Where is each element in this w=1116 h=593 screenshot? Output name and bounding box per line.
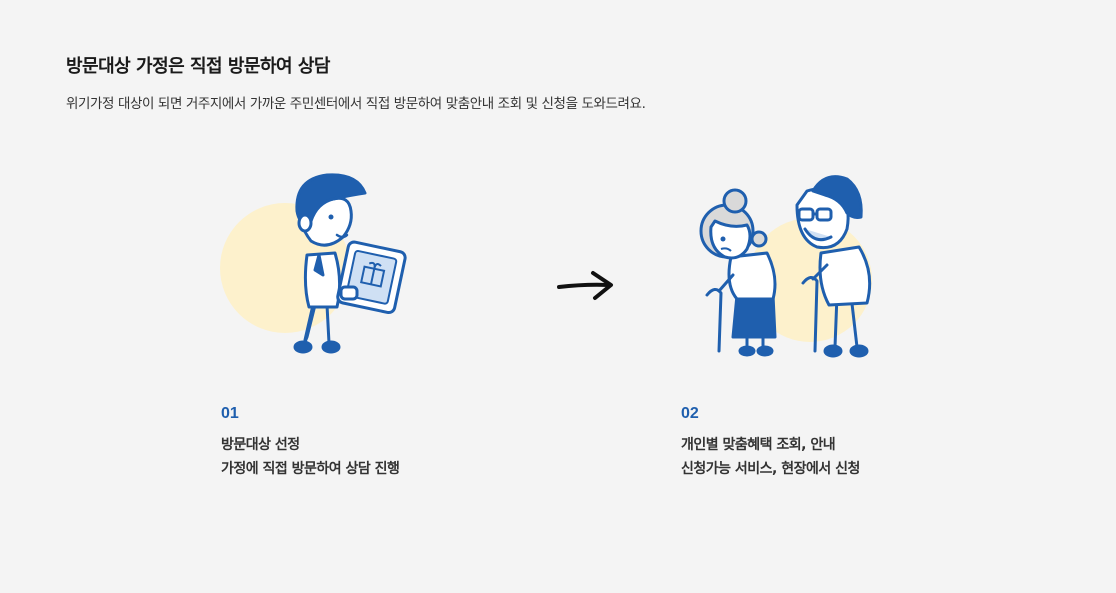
official-with-tablet-illustration [215, 165, 415, 365]
step-2-line-1: 개인별 맞춤혜택 조회, 안내 [681, 437, 836, 453]
section-description: 위기가정 대상이 되면 거주지에서 가까운 주민센터에서 직접 방문하여 맞춤안… [66, 96, 646, 112]
step-2-line-2: 신청가능 서비스, 현장에서 신청 [681, 461, 860, 477]
step-2: 02 개인별 맞춤혜택 조회, 안내 신청가능 서비스, 현장에서 신청 [681, 405, 860, 481]
step-1-line-1: 방문대상 선정 [221, 437, 300, 453]
step-1-number: 01 [221, 405, 239, 422]
step-2-number: 02 [681, 405, 699, 422]
section-title: 방문대상 가정은 직접 방문하여 상담 [66, 56, 330, 77]
step-1-line-2: 가정에 직접 방문하여 상담 진행 [221, 461, 400, 477]
arrow-right-icon [555, 268, 617, 302]
step-1: 01 방문대상 선정 가정에 직접 방문하여 상담 진행 [221, 405, 400, 481]
elderly-couple-illustration [675, 165, 900, 365]
